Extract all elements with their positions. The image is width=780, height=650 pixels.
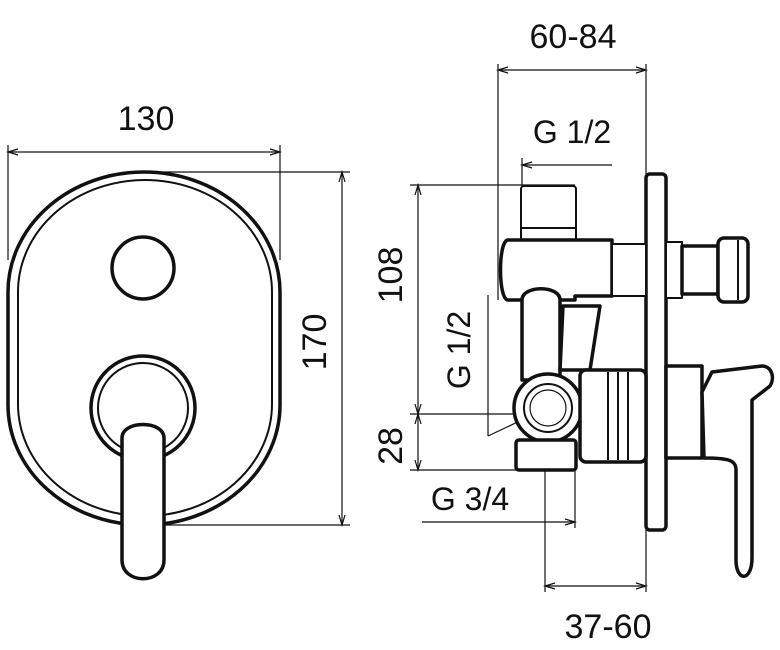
side-thread-label: G 1/2 xyxy=(441,311,477,389)
upper-body xyxy=(498,238,614,302)
width-dimension: 130 xyxy=(5,100,283,260)
side-inlet-thread xyxy=(529,389,567,427)
top-thread-dimension: G 1/2 xyxy=(519,114,612,190)
front-height-label: 170 xyxy=(296,314,334,371)
side-inlet-inner xyxy=(523,383,573,433)
angled-pipe xyxy=(558,304,602,372)
lever-handle xyxy=(120,422,166,581)
diverter-stem xyxy=(665,241,683,299)
diverter-cap xyxy=(680,244,720,296)
height-dimension: 170 xyxy=(145,169,350,528)
upper-outlet xyxy=(611,243,647,297)
front-view: 130 170 xyxy=(5,100,350,581)
bottom-depth-label: 37-60 xyxy=(565,608,652,646)
offset-label: 28 xyxy=(372,427,410,465)
bottom-thread-label: G 3/4 xyxy=(431,481,509,517)
bottom-outlet xyxy=(514,438,578,472)
top-thread-label: G 1/2 xyxy=(533,114,611,150)
depth-label: 60-84 xyxy=(530,18,617,56)
diverter-knob xyxy=(110,235,176,301)
vertical-pipe xyxy=(520,287,562,382)
wall-plate xyxy=(644,172,668,532)
rosette-side xyxy=(664,364,704,460)
bottom-depth-dimension: 37-60 xyxy=(542,470,652,646)
side-height-label: 108 xyxy=(372,247,410,304)
diverter-knob-side xyxy=(716,236,750,304)
front-width-label: 130 xyxy=(118,100,175,138)
top-inlet-nipple xyxy=(520,185,577,243)
side-view: 60-84 G 1/2 108 28 G 1/2 xyxy=(372,18,775,646)
lever-handle-side xyxy=(700,364,775,578)
height-dimension-side: 108 28 xyxy=(372,182,575,473)
depth-dimension: 60-84 xyxy=(495,18,649,300)
cartridge-body xyxy=(578,368,648,464)
bottom-thread-dimension: G 3/4 xyxy=(422,470,578,528)
